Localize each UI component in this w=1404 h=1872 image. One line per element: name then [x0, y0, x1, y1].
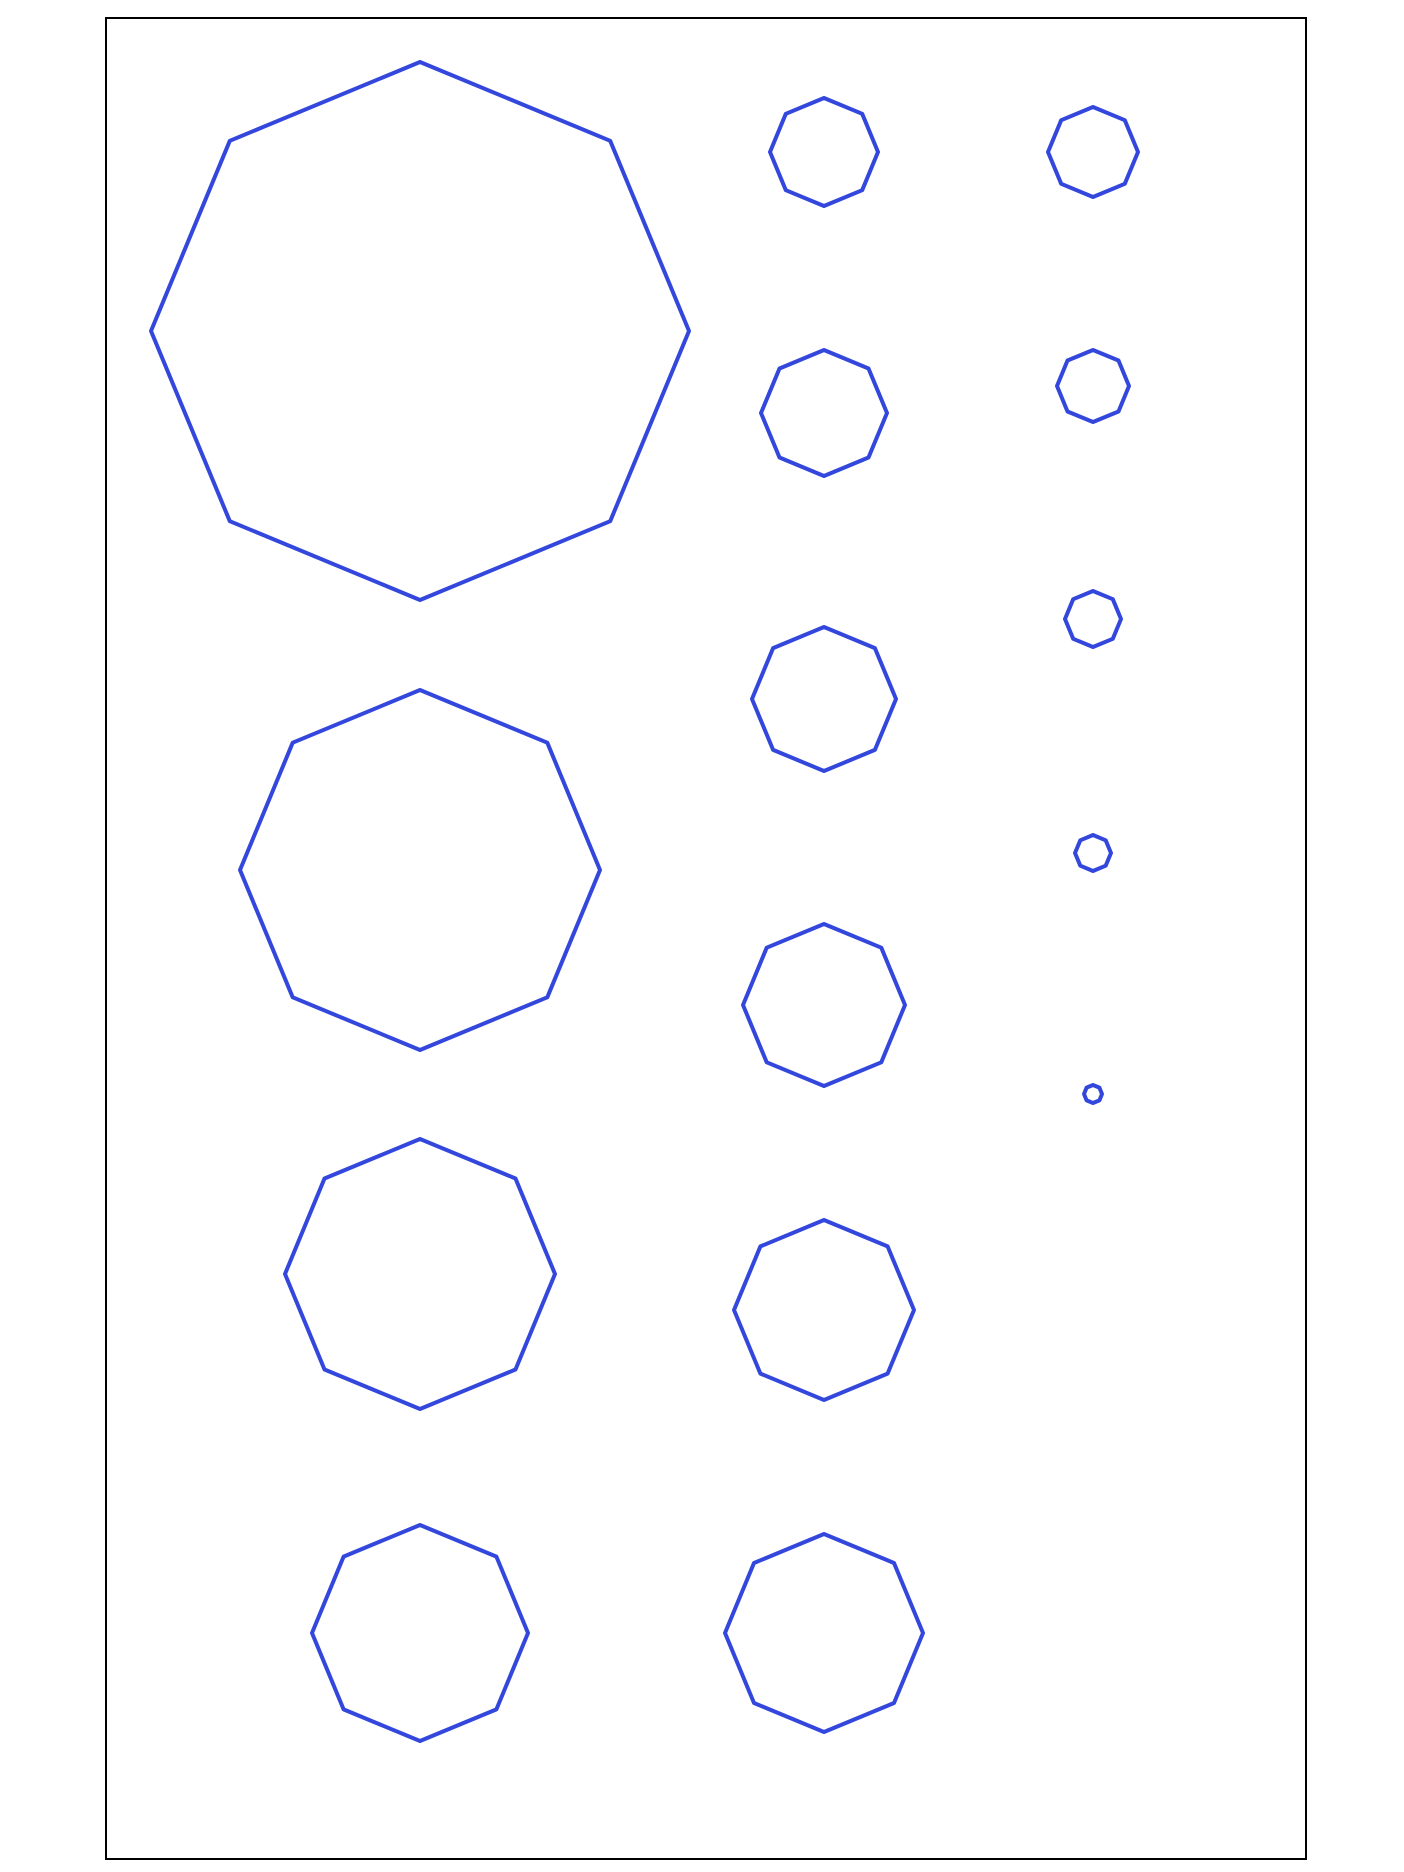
- octagon-middle-column-6: [723, 1532, 925, 1734]
- octagon-right-column-4: [1073, 833, 1113, 873]
- octagon-left-column-3: [283, 1137, 557, 1411]
- octagon-right-column-1: [1046, 105, 1140, 199]
- frame-border: [105, 17, 1307, 1860]
- octagon-left-column-2: [238, 688, 602, 1052]
- octagon-middle-column-5: [732, 1218, 916, 1402]
- octagon-middle-column-3: [750, 625, 898, 773]
- octagon-left-column-1: [149, 60, 691, 602]
- octagon-right-column-5: [1082, 1083, 1104, 1105]
- octagon-middle-column-4: [741, 922, 907, 1088]
- octagon-middle-column-2: [759, 348, 889, 478]
- octagon-right-column-2: [1055, 348, 1131, 424]
- octagon-middle-column-1: [768, 96, 880, 208]
- octagon-group: [149, 60, 1140, 1743]
- octagon-left-column-4: [310, 1523, 530, 1743]
- octagon-right-column-3: [1063, 589, 1123, 649]
